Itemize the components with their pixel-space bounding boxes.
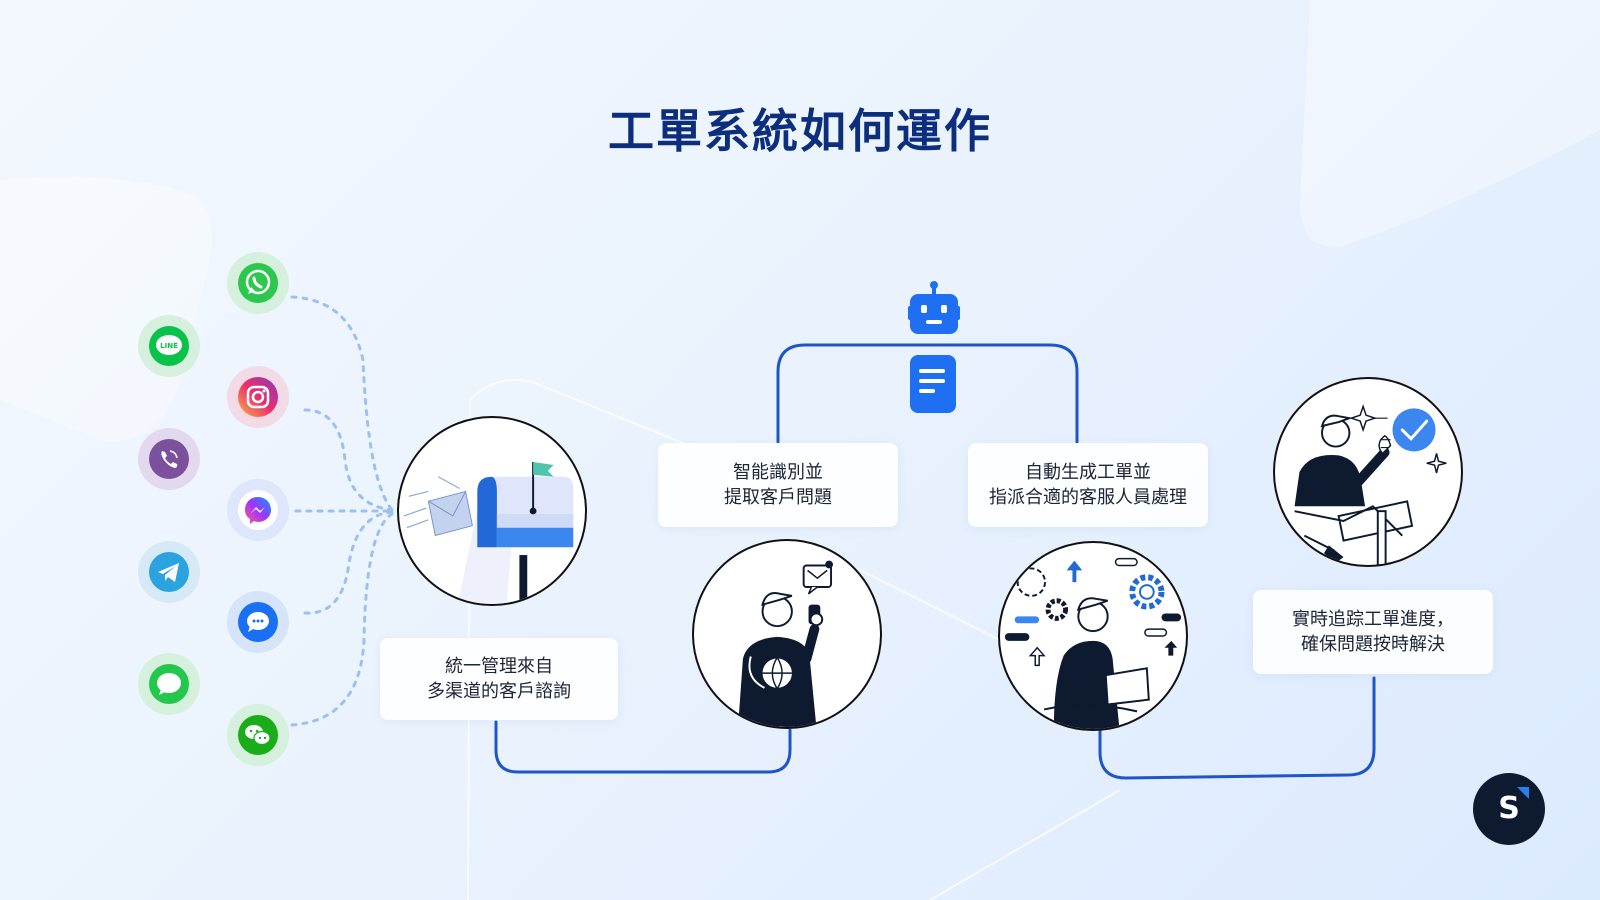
step-2-line2: 提取客戶問題	[724, 487, 832, 508]
step-2-line1: 智能識別並	[733, 462, 823, 483]
brand-logo: S	[1473, 773, 1545, 845]
chat-bubble-icon	[137, 652, 201, 716]
step-card-2: 智能識別並 提取客戶問題	[658, 443, 898, 527]
brand-logo-mark	[1517, 787, 1529, 799]
person-check-illustration	[1273, 377, 1463, 567]
page-title: 工單系統如何運作	[608, 104, 992, 158]
step-3-line2: 指派合適的客服人員處理	[989, 487, 1187, 508]
telegram-icon	[137, 540, 201, 604]
step-4-line1: 實時追踪工單進度，	[1292, 609, 1454, 630]
step-1-line1: 統一管理來自	[445, 656, 553, 677]
whatsapp-icon	[226, 251, 290, 315]
line-icon-text: LINE	[160, 342, 178, 350]
wechat-icon	[226, 703, 290, 767]
step-4-line2: 確保問題按時解決	[1301, 634, 1445, 655]
brand-logo-letter: S	[1498, 791, 1520, 826]
messenger-icon	[226, 478, 290, 542]
step-card-4: 實時追踪工單進度， 確保問題按時解決	[1253, 590, 1493, 674]
instagram-icon	[226, 365, 290, 429]
step-1-line2: 多渠道的客戶諮詢	[427, 681, 571, 702]
imessage-icon	[226, 590, 290, 654]
line-icon: LINE	[137, 314, 201, 378]
mailbox-illustration	[397, 416, 587, 606]
person-phone-illustration	[692, 539, 882, 729]
step-card-1: 統一管理來自 多渠道的客戶諮詢	[380, 638, 618, 720]
step-card-3: 自動生成工單並 指派合適的客服人員處理	[968, 443, 1208, 527]
person-gears-illustration	[998, 541, 1188, 731]
robot-icon	[908, 280, 960, 336]
step-3-line1: 自動生成工單並	[1025, 462, 1151, 483]
viber-icon	[137, 427, 201, 491]
document-icon	[910, 355, 956, 413]
